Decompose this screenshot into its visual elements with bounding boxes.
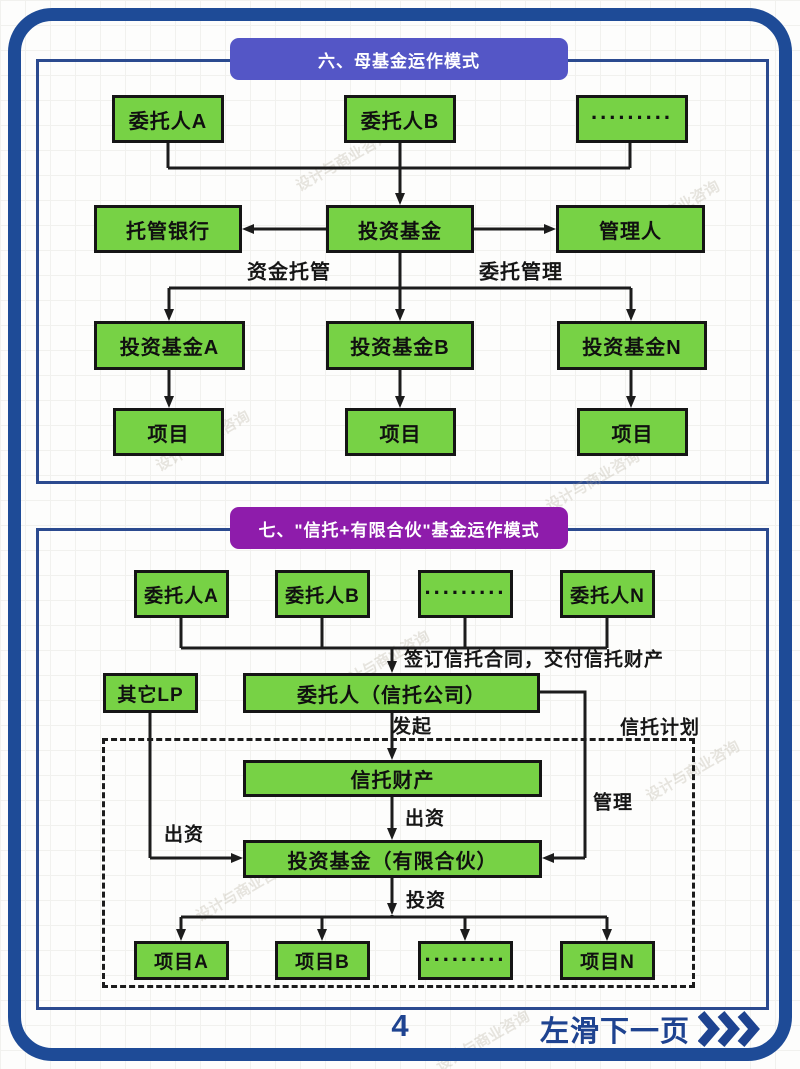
node-trust-property: 信托财产 xyxy=(243,760,542,797)
label-trust-plan: 信托计划 xyxy=(619,717,701,739)
node-manager: 管理人 xyxy=(556,205,705,253)
node-fund-b: 投资基金B xyxy=(326,321,474,370)
section-title-mother-fund: 六、母基金运作模式 xyxy=(230,38,568,80)
edge-label-entrust-management: 委托管理 xyxy=(479,261,563,284)
trust-plan-dashed-boundary xyxy=(102,738,695,988)
node-project-n: 项目N xyxy=(560,941,655,980)
node-fund-n: 投资基金N xyxy=(557,321,707,370)
node-project-a: 项目A xyxy=(134,941,229,980)
node-trustor-n: 委托人N xyxy=(560,570,655,618)
node-fund-a: 投资基金A xyxy=(94,321,245,370)
triple-chevron-icon xyxy=(698,1011,760,1047)
section-title-trust-lp: 七、"信托+有限合伙"基金运作模式 xyxy=(230,507,568,549)
node-project-b: 项目B xyxy=(275,941,370,980)
edge-label-manage: 管理 xyxy=(592,792,634,814)
next-page-label: 左滑下一页 xyxy=(539,1016,690,1048)
node-principal-a: 委托人A xyxy=(112,95,224,143)
edge-label-contribute-left: 出资 xyxy=(163,824,205,846)
node-project-1: 项目 xyxy=(113,408,224,456)
node-other-lp: 其它LP xyxy=(103,673,198,713)
ellipsis-text: ......... xyxy=(590,99,673,124)
node-fund-limited-partnership: 投资基金（有限合伙） xyxy=(243,840,542,878)
next-page-swipe-hint[interactable]: 左滑下一页 xyxy=(540,1008,760,1050)
node-ellipsis: ......... xyxy=(418,570,513,618)
node-ellipsis: ......... xyxy=(418,941,513,980)
node-ellipsis: ......... xyxy=(576,95,688,143)
node-investment-fund: 投资基金 xyxy=(326,205,474,253)
ellipsis-text: ......... xyxy=(424,574,507,599)
node-trustor-a: 委托人A xyxy=(134,570,229,618)
node-project-2: 项目 xyxy=(345,408,456,456)
edge-label-initiate: 发起 xyxy=(391,716,433,738)
edge-label-sign-trust-contract: 签订信托合同，交付信托财产 xyxy=(404,649,665,671)
edge-label-contribute-mid: 出资 xyxy=(404,808,446,830)
page-number: 4 xyxy=(391,1008,409,1043)
ellipsis-text: ......... xyxy=(424,940,507,966)
node-custodian-bank: 托管银行 xyxy=(94,205,242,253)
edge-label-custody: 资金托管 xyxy=(247,261,331,284)
node-trustor-b: 委托人B xyxy=(275,570,370,618)
node-trustor-trust-company: 委托人（信托公司） xyxy=(243,673,540,713)
node-principal-b: 委托人B xyxy=(344,95,456,143)
edge-label-invest: 投资 xyxy=(405,890,447,912)
node-project-3: 项目 xyxy=(577,408,688,456)
